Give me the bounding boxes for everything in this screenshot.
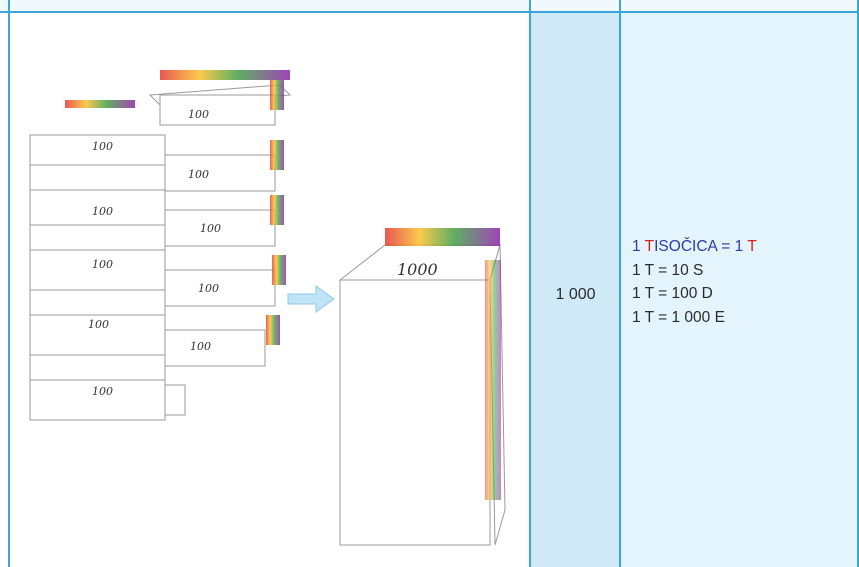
definition-line-1: 1 TISOČICA = 1 T bbox=[632, 235, 757, 259]
column-divider-2 bbox=[619, 0, 621, 567]
definition-cell-bg bbox=[621, 12, 859, 567]
note-label: 100 bbox=[200, 222, 221, 235]
definition-line-3: 1 T = 100 D bbox=[632, 282, 757, 306]
note-label: 100 bbox=[88, 318, 109, 331]
top-border bbox=[0, 11, 859, 13]
note-label: 100 bbox=[92, 258, 113, 271]
def-1-part-4: T bbox=[747, 238, 757, 255]
left-border bbox=[8, 0, 10, 567]
note-label: 100 bbox=[92, 140, 113, 153]
note-label: 100 bbox=[188, 108, 209, 121]
def-1-part-1: 1 bbox=[632, 238, 645, 255]
number-cell-bg bbox=[531, 12, 620, 567]
thousand-label: 1000 bbox=[397, 260, 438, 279]
note-label: 100 bbox=[92, 205, 113, 218]
definition-line-4: 1 T = 1 000 E bbox=[632, 306, 757, 330]
def-2-text: 1 T = 10 S bbox=[632, 261, 704, 279]
def-1-part-3: ISOČICA = 1 bbox=[654, 238, 748, 255]
number-value: 1 000 bbox=[555, 286, 596, 303]
note-label: 100 bbox=[188, 168, 209, 181]
note-label: 100 bbox=[190, 340, 211, 353]
hundred-bundles-front-stack bbox=[29, 100, 166, 421]
hundred-labels: 100 100 100 100 100 100 100 100 100 100 bbox=[88, 108, 221, 398]
def-1-part-2: T bbox=[644, 238, 655, 255]
def-3-text: 1 T = 100 D bbox=[632, 285, 713, 302]
column-divider-1 bbox=[529, 0, 531, 567]
def-4-text: 1 T = 1 000 E bbox=[632, 308, 725, 326]
note-label: 100 bbox=[198, 282, 219, 295]
hundred-bundles-back-stack bbox=[148, 70, 292, 416]
thousand-bundle bbox=[338, 228, 506, 546]
note-label: 100 bbox=[92, 385, 113, 398]
top-strip bbox=[0, 0, 859, 12]
banknote-bundles-illustration: 100 100 100 100 100 100 100 100 100 100 … bbox=[29, 70, 506, 546]
right-border bbox=[857, 0, 859, 567]
definition-list: 1 TISOČICA = 1 T 1 T = 10 S 1 T = 100 D … bbox=[632, 235, 757, 329]
definition-line-2: 1 T = 10 S bbox=[632, 259, 757, 283]
arrow-right-icon bbox=[287, 285, 335, 313]
